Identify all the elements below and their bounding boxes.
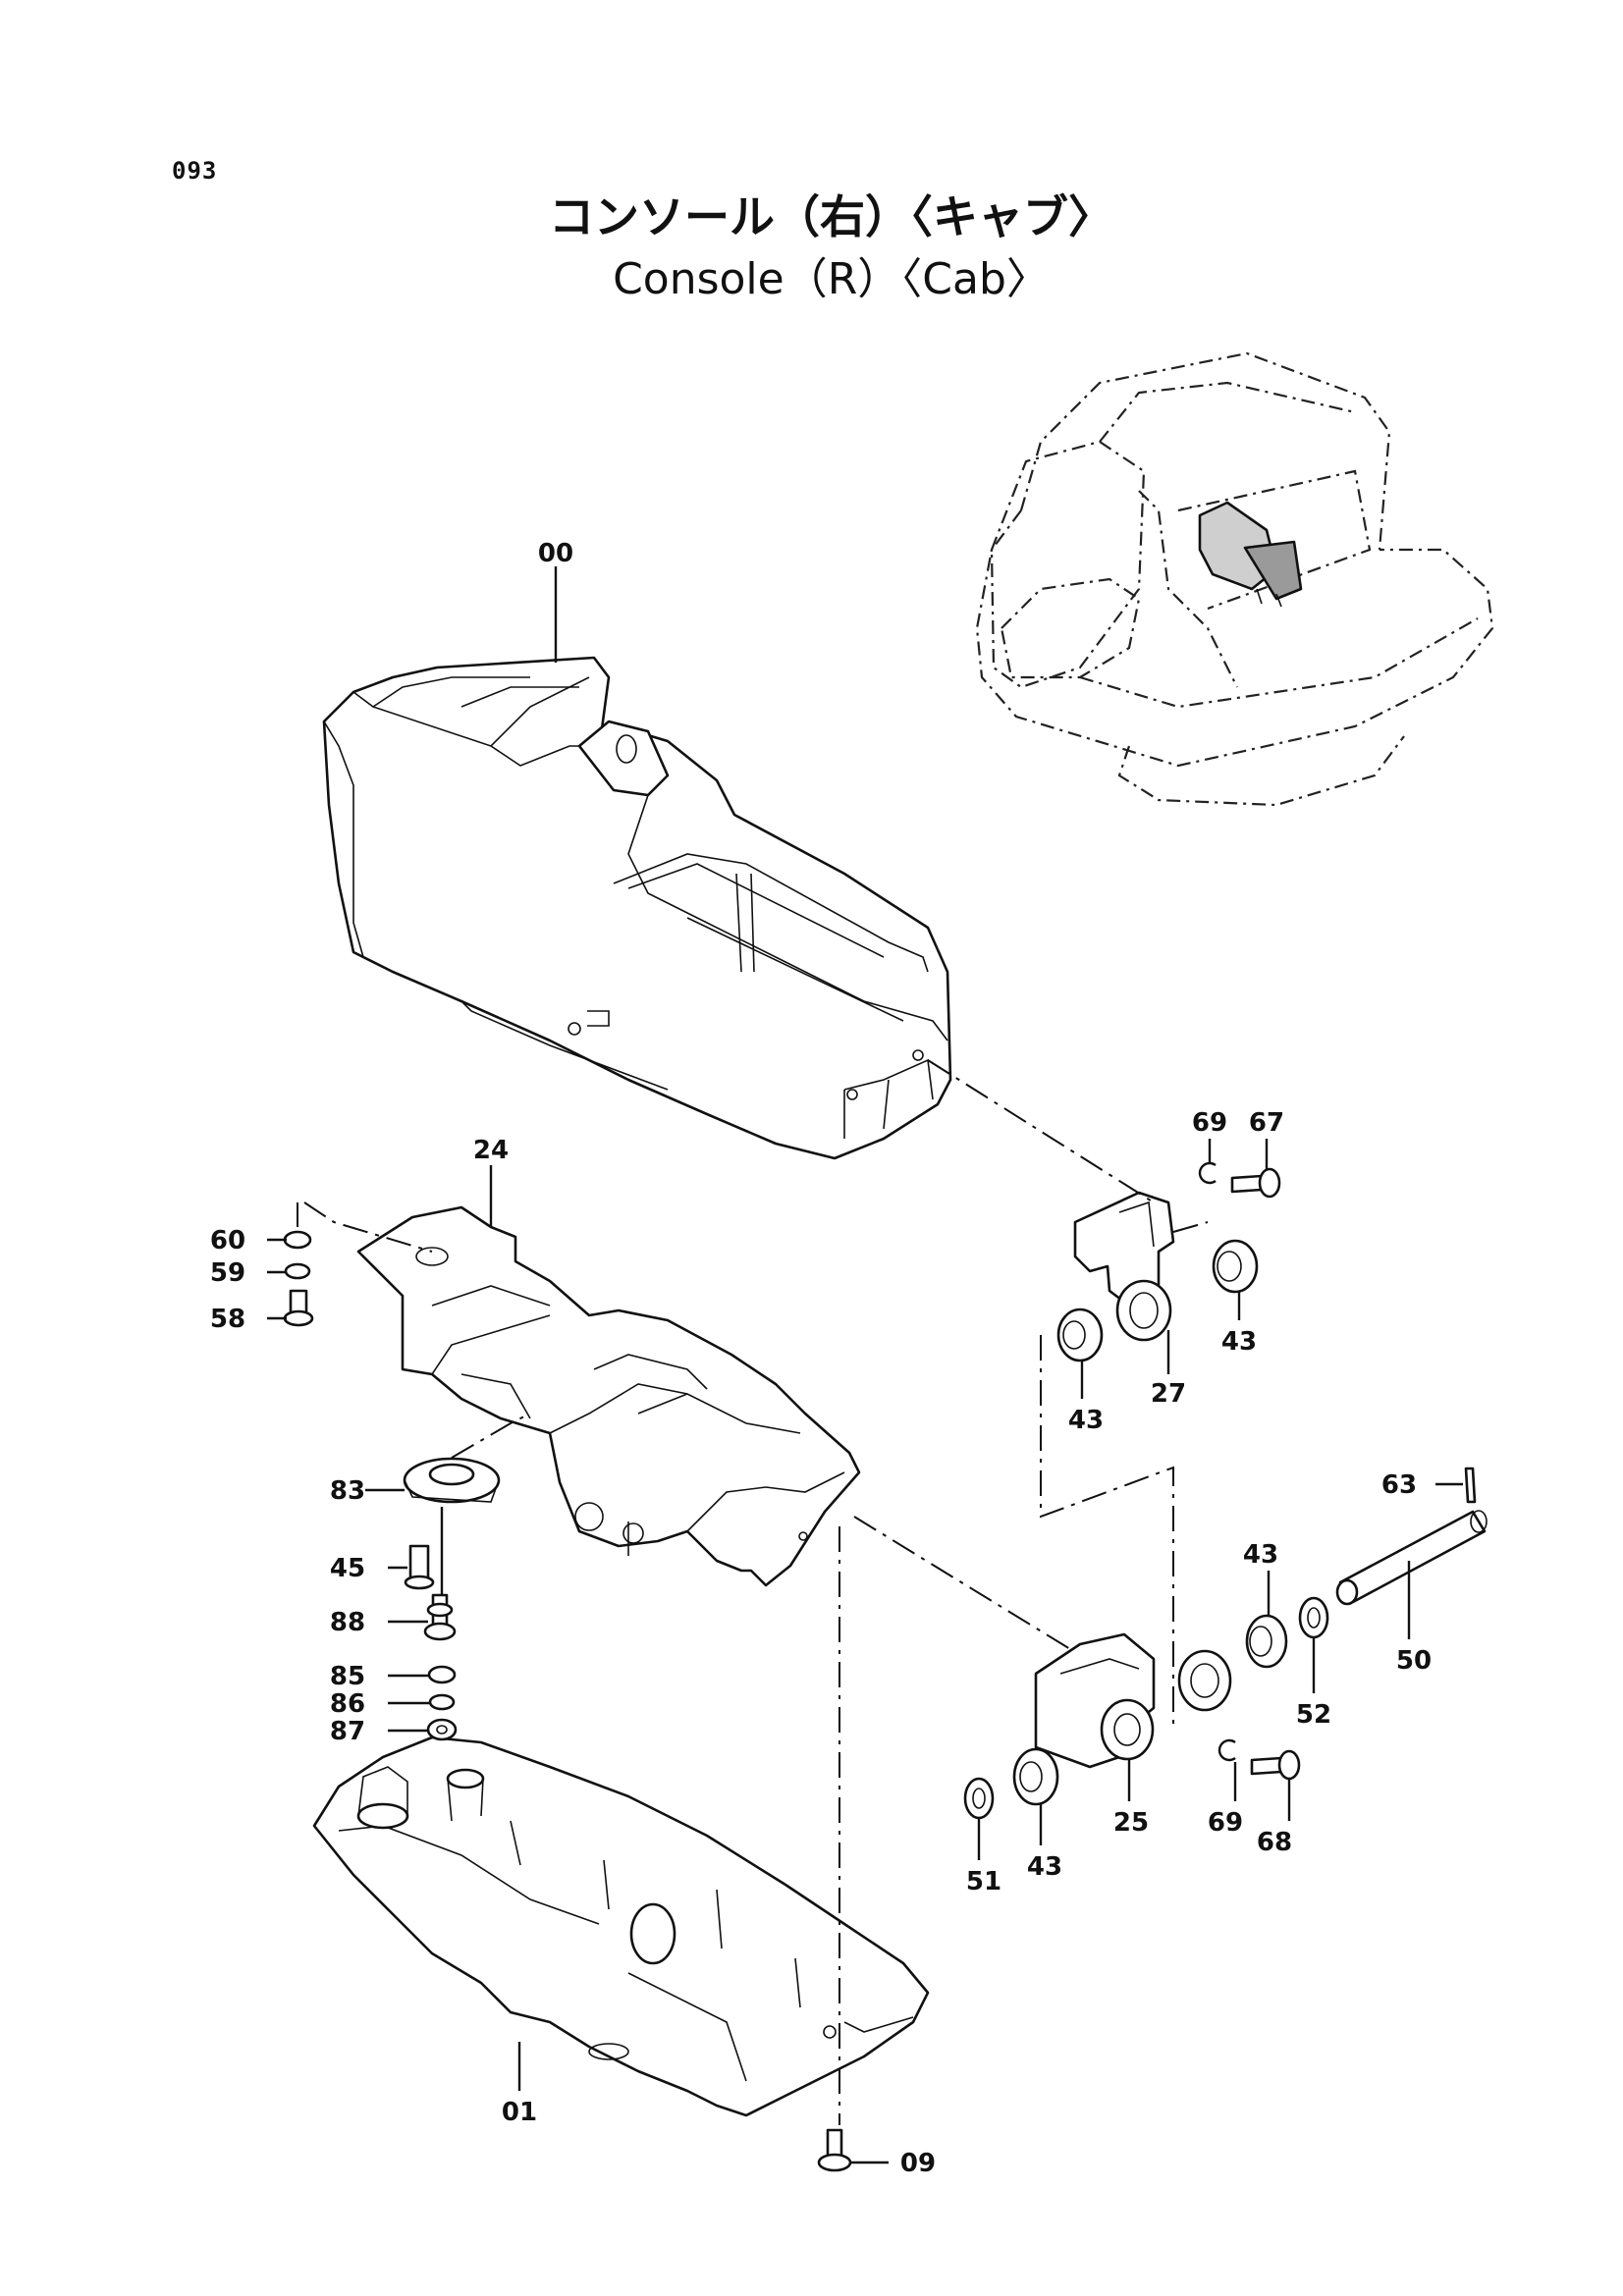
label-part-00: 00	[538, 539, 573, 568]
washer-part-85	[427, 1665, 457, 1684]
bracket-part-27	[1073, 1191, 1175, 1342]
assembly-lines	[297, 1059, 1209, 2125]
pin-part-50	[1335, 1510, 1488, 1606]
cotter-pin-part-63	[1464, 1467, 1477, 1504]
bushing-part-43-upper-left	[1056, 1308, 1104, 1362]
title-english: Console（R）〈Cab〉	[613, 254, 1050, 304]
washer-part-60	[283, 1230, 312, 1250]
label-part-43-lower: 43	[1027, 1852, 1062, 1882]
washer-part-51	[963, 1777, 995, 1820]
label-part-87: 87	[330, 1717, 365, 1746]
label-part-59: 59	[210, 1258, 245, 1288]
label-part-45: 45	[330, 1554, 365, 1583]
label-part-60: 60	[210, 1226, 245, 1255]
label-part-52: 52	[1296, 1700, 1331, 1730]
bracket-frame-part-24	[356, 1205, 861, 1587]
bolt-part-58	[283, 1289, 314, 1327]
bracket-part-25	[1034, 1632, 1232, 1769]
nut-part-87	[426, 1718, 458, 1741]
label-part-01: 01	[502, 2098, 537, 2127]
label-part-09: 09	[900, 2149, 936, 2178]
leader-lines	[267, 566, 1463, 2164]
label-part-63: 63	[1381, 1470, 1417, 1500]
label-part-83: 83	[330, 1476, 365, 1506]
washer-part-52	[1298, 1596, 1329, 1639]
snap-ring-part-69-upper	[1198, 1161, 1217, 1185]
console-assembly-part-00	[322, 656, 952, 1160]
label-part-25: 25	[1113, 1808, 1149, 1838]
bushing-part-43-lower	[1012, 1747, 1059, 1806]
label-part-27: 27	[1151, 1379, 1186, 1409]
label-part-69-lower: 69	[1208, 1808, 1243, 1838]
bolt-part-67	[1230, 1167, 1281, 1199]
label-part-69-upper: 69	[1192, 1108, 1227, 1138]
screw-part-45	[404, 1544, 435, 1590]
label-part-43-upper-right: 43	[1221, 1327, 1257, 1357]
label-part-68: 68	[1257, 1828, 1292, 1857]
title-japanese: コンソール（右）〈キャブ〉	[549, 190, 1113, 243]
bushing-part-43-upper-right	[1212, 1239, 1259, 1294]
label-part-51: 51	[966, 1867, 1001, 1896]
snap-ring-part-69-lower	[1217, 1738, 1236, 1762]
lock-washer-part-59	[284, 1262, 311, 1280]
label-part-58: 58	[210, 1305, 245, 1334]
cab-reference-illustration	[975, 351, 1494, 807]
label-part-43-upper-left: 43	[1068, 1406, 1104, 1435]
lock-washer-part-86	[428, 1693, 456, 1711]
bolt-part-68	[1250, 1749, 1301, 1781]
label-part-24: 24	[473, 1136, 509, 1165]
lower-cover-part-01	[312, 1735, 930, 2117]
page-number: 093	[172, 157, 218, 185]
bolt-part-09	[817, 2128, 852, 2172]
label-part-50: 50	[1396, 1646, 1432, 1676]
stud-part-88	[423, 1593, 457, 1641]
label-part-86: 86	[330, 1689, 365, 1719]
part-labels: 00 24 60 59 58 83 45 88 85 86 87 01 09 6…	[210, 539, 1432, 2178]
bushing-part-43-mid-right	[1245, 1614, 1288, 1669]
label-part-85: 85	[330, 1662, 365, 1691]
mount-part-83	[403, 1457, 501, 1504]
label-part-88: 88	[330, 1608, 365, 1637]
label-part-43-mid-right: 43	[1243, 1540, 1278, 1570]
label-part-67: 67	[1249, 1108, 1284, 1138]
